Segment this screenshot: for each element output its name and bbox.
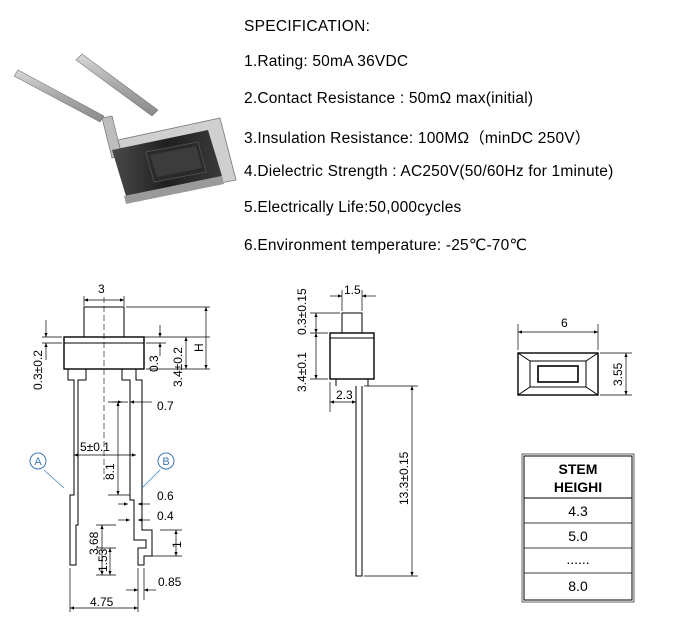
table-row: 5.0 — [568, 528, 588, 544]
spec-item-electrical-life: 5.Electrically Life:50,000cycles — [244, 199, 462, 216]
spec-item-dielectric-strength: 4.Dielectric Strength : AC250V(50/60Hz f… — [244, 162, 614, 180]
dim-bottom-width: 4.75 — [90, 595, 114, 609]
dim-pin-length: 8.1 — [103, 463, 117, 480]
dim-tip-width: 0.85 — [158, 575, 182, 589]
dim-tip-len: 1.53 — [96, 548, 110, 572]
dim-h: H — [192, 343, 206, 352]
table-row: ...... — [566, 551, 589, 567]
dim-stem-gap: 0.3 — [147, 355, 161, 372]
side-dim-pin-length: 13.3±0.15 — [397, 451, 411, 505]
side-dimensions — [310, 290, 418, 577]
top-dimensions — [517, 324, 632, 396]
side-dim-body-height: 3.4±0.1 — [295, 352, 309, 392]
table-row: 4.3 — [568, 503, 588, 519]
dim-top-width: 3 — [98, 282, 105, 296]
side-dim-top-height: 0.3±0.15 — [295, 288, 309, 335]
marker-a: A — [29, 452, 47, 470]
top-dim-width: 6 — [561, 316, 568, 330]
spec-item-environment-temperature: 6.Environment temperature: -25℃-70℃ — [244, 236, 528, 254]
marker-b: B — [157, 452, 175, 470]
table-row: 8.0 — [568, 578, 588, 594]
product-photo — [13, 53, 237, 204]
dim-bend-offset: 0.4 — [157, 509, 174, 523]
dim-bend-len: 1 — [170, 541, 184, 548]
table-header-line1: STEM — [559, 461, 598, 477]
top-dim-height: 3.55 — [611, 362, 625, 386]
dim-lower-len: 3.68 — [87, 531, 101, 555]
dim-pin-width: 0.7 — [157, 399, 174, 413]
side-view — [329, 312, 375, 577]
marker-a-label: A — [34, 456, 42, 468]
spec-item-insulation-resistance: 3.Insulation Resistance: 100MΩ（minDC 250… — [244, 130, 591, 147]
front-dimensions — [42, 296, 210, 612]
side-dim-offset: 2.3 — [336, 388, 353, 402]
specification-block: SPECIFICATION: 1.Rating: 50mA 36VDC 2.Co… — [244, 18, 684, 272]
side-dim-top-width: 1.5 — [344, 283, 361, 297]
dim-bend-width: 0.6 — [157, 489, 174, 503]
dim-pin-pitch: 5±0.1 — [80, 440, 110, 454]
table-header-line2: HEIGHI — [554, 479, 602, 495]
marker-b-label: B — [162, 456, 169, 468]
top-view — [517, 352, 599, 396]
stem-height-table: STEM HEIGHI 4.3 5.0 ...... 8.0 — [521, 453, 635, 603]
front-view — [63, 297, 153, 566]
dim-stem-height: 3.4±0.2 — [171, 347, 185, 387]
specification-title: SPECIFICATION: — [244, 18, 371, 35]
spec-item-rating: 1.Rating: 50mA 36VDC — [244, 53, 409, 70]
spec-item-contact-resistance: 2.Contact Resistance : 50mΩ max(initial) — [244, 89, 534, 107]
dim-top-offset: 0.3±0.2 — [31, 350, 45, 390]
